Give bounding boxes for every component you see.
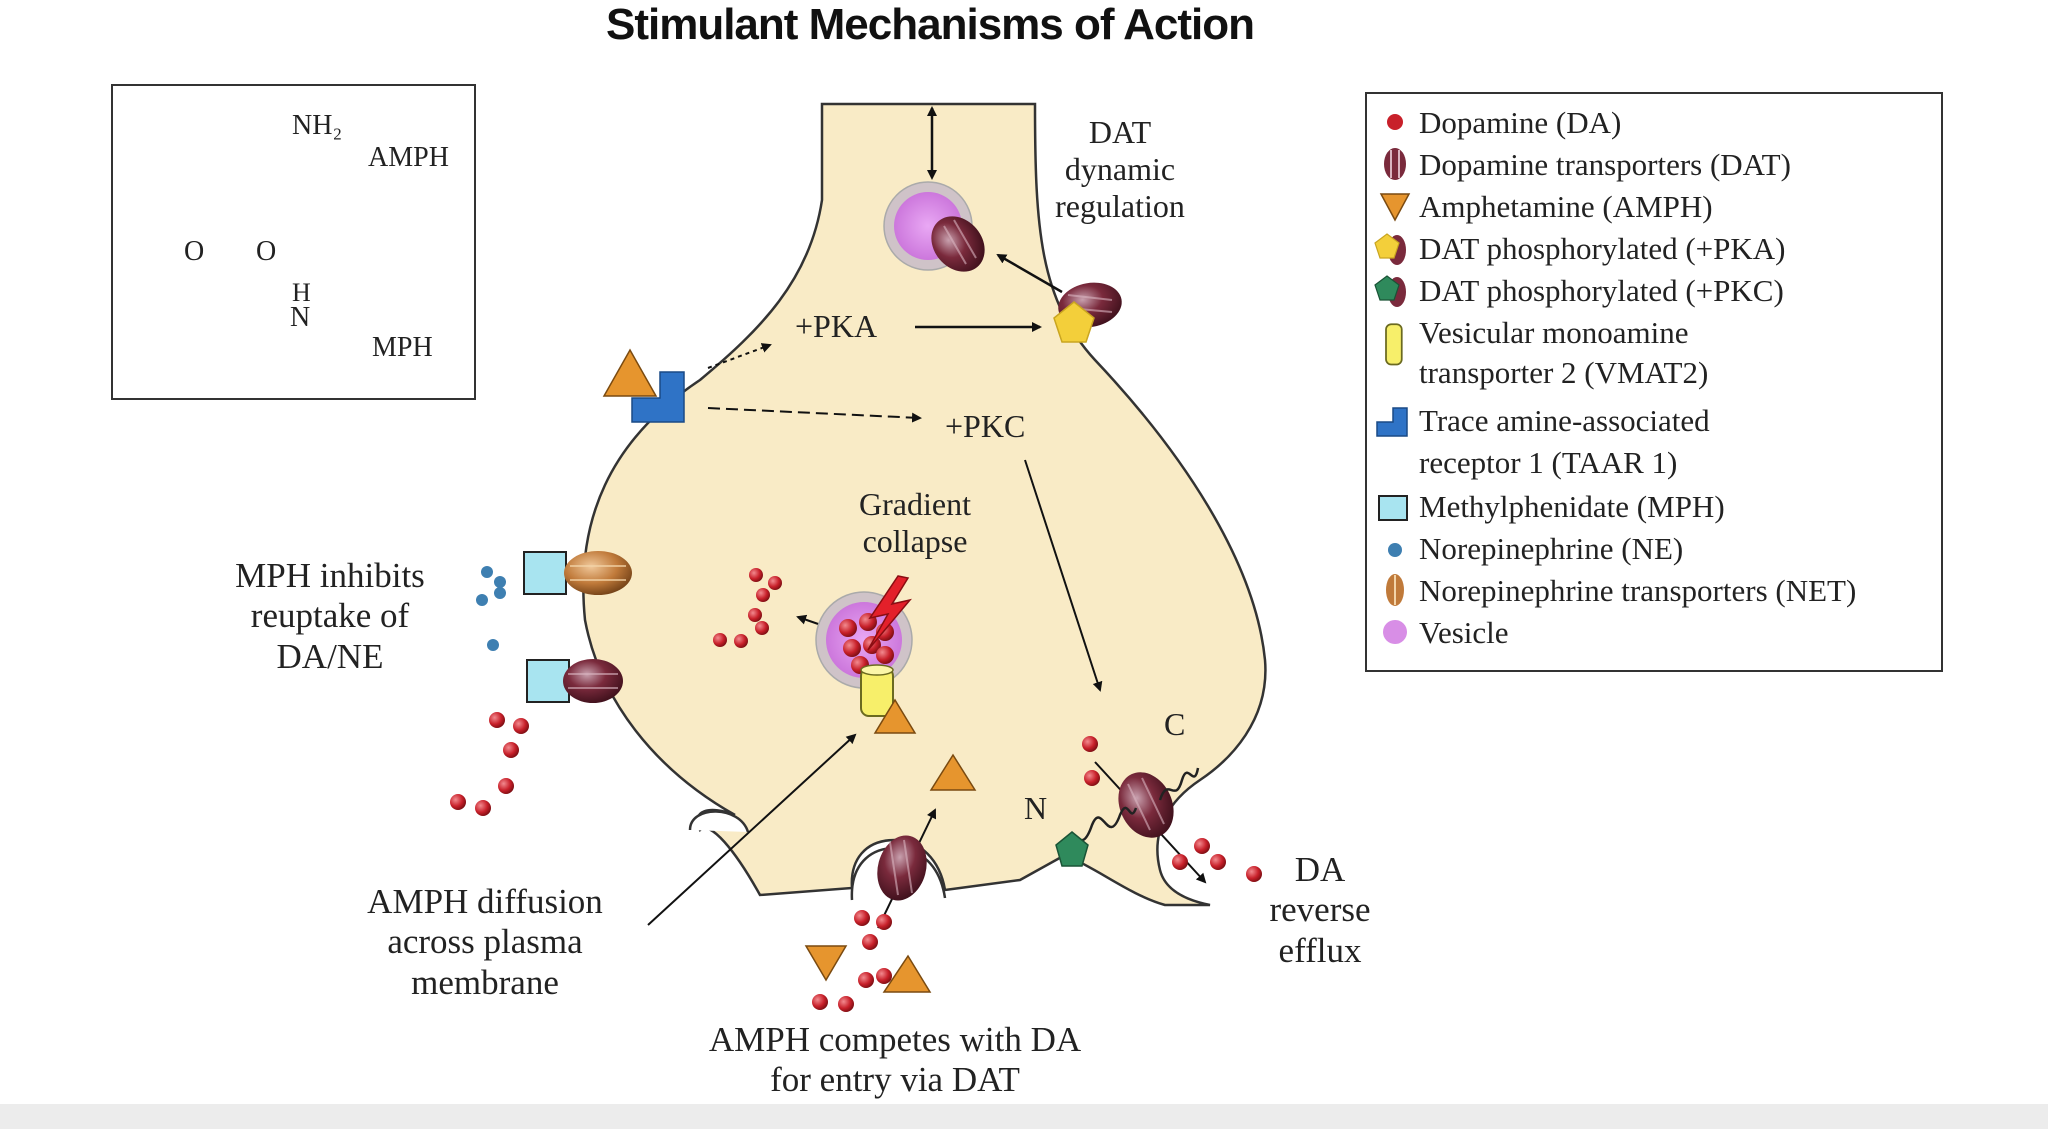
dat-transporter-bottom bbox=[877, 835, 927, 901]
c-terminus-label: C bbox=[1164, 706, 1186, 742]
o-ester-label: O bbox=[184, 236, 205, 267]
pka-label: +PKA bbox=[795, 308, 878, 344]
legend-text: receptor 1 (TAAR 1) bbox=[1419, 445, 1678, 480]
pentagon-yellow-icon bbox=[1374, 233, 1406, 265]
pkc-label: +PKC bbox=[945, 408, 1026, 444]
legend-text: Trace amine-associated bbox=[1419, 403, 1710, 438]
dopamine-dot-icon bbox=[1387, 114, 1403, 130]
legend-text: Dopamine (DA) bbox=[1419, 105, 1622, 140]
arrow-pkc-dat bbox=[1024, 459, 1103, 692]
dat-stripe bbox=[568, 673, 618, 689]
legend-text: DAT phosphorylated (+PKC) bbox=[1419, 273, 1784, 308]
da-cluster-cytosol bbox=[713, 568, 782, 648]
pentagon-green-icon bbox=[1374, 275, 1406, 307]
mph-square-icon bbox=[1378, 495, 1408, 521]
o-carbonyl-label: O bbox=[256, 236, 277, 267]
pkc-pentagon bbox=[1055, 831, 1089, 867]
mph-square-top bbox=[523, 551, 567, 595]
amph-triangle-outside-1 bbox=[804, 945, 848, 982]
ne-cluster bbox=[476, 566, 506, 651]
legend-text: transporter 2 (VMAT2) bbox=[1419, 355, 1709, 390]
dat-transporter-icon bbox=[1384, 148, 1406, 180]
amph-diffusion-label: AMPH diffusion across plasma membrane bbox=[367, 882, 603, 1002]
dat-stripe bbox=[943, 219, 977, 265]
arrow-pka bbox=[707, 343, 772, 369]
taar1-receptor bbox=[631, 371, 685, 423]
lightning-icon bbox=[867, 575, 912, 651]
gradient-collapse-label: Gradient collapse bbox=[859, 486, 971, 559]
membrane-notch-left bbox=[688, 810, 750, 833]
vmat2-top bbox=[860, 664, 894, 676]
vmat2-cylinder-icon bbox=[1385, 323, 1403, 366]
legend-text: Dopamine transporters (DAT) bbox=[1419, 147, 1791, 182]
dat-membrane-pkc bbox=[1118, 772, 1174, 838]
net-stripe bbox=[570, 565, 626, 581]
amph-triangle bbox=[602, 348, 658, 397]
arrow-dat-internalize bbox=[996, 253, 1063, 294]
n-piperidine-label: N bbox=[290, 302, 311, 333]
legend-text: Vesicular monoamine bbox=[1419, 315, 1689, 350]
legend-text: DAT phosphorylated (+PKA) bbox=[1419, 231, 1786, 266]
ne-dot-icon bbox=[1388, 543, 1402, 557]
dat-stripe bbox=[889, 839, 913, 896]
mph-square-bottom bbox=[526, 659, 570, 703]
legend: Dopamine (DA) Dopamine transporters (DAT… bbox=[1365, 92, 1943, 672]
arrow-amph-diffusion bbox=[647, 733, 857, 926]
amph-competes-label: AMPH competes with DA for entry via DAT bbox=[708, 1020, 1082, 1100]
net-transporter bbox=[564, 551, 632, 595]
h-label: H bbox=[292, 278, 311, 307]
down-triangle-icon bbox=[1379, 193, 1411, 222]
taar1-shape-icon bbox=[1376, 407, 1408, 437]
chemical-structures-box bbox=[111, 84, 476, 400]
page-title: Stimulant Mechanisms of Action bbox=[605, 0, 1255, 49]
n-terminus-label: N bbox=[1024, 790, 1048, 826]
net-transporter-icon bbox=[1386, 574, 1404, 606]
dat-internalized bbox=[931, 216, 985, 272]
dat-c-terminus bbox=[1158, 767, 1200, 801]
da-cluster-left bbox=[450, 712, 529, 816]
legend-text: Methylphenidate (MPH) bbox=[1419, 489, 1725, 524]
amph-triangle-vmat bbox=[873, 698, 917, 734]
amph-triangle-cytosol bbox=[929, 753, 977, 791]
da-cluster-efflux bbox=[1082, 736, 1262, 882]
nh2-label: NH₂ bbox=[292, 110, 343, 141]
vesicle-dot-icon bbox=[1383, 620, 1407, 644]
amph-structure-label: AMPH bbox=[368, 142, 449, 173]
mph-structure-label: MPH bbox=[372, 332, 433, 363]
dat-stripe bbox=[1127, 777, 1165, 831]
legend-text: Norepinephrine transporters (NET) bbox=[1419, 573, 1857, 608]
legend-text: Amphetamine (AMPH) bbox=[1419, 189, 1713, 224]
bottom-bar bbox=[0, 1104, 2048, 1129]
legend-text: Vesicle bbox=[1419, 615, 1509, 650]
pka-pentagon bbox=[1053, 301, 1095, 343]
legend-text: Norepinephrine (NE) bbox=[1419, 531, 1684, 566]
dat-transporter-left bbox=[563, 659, 623, 703]
da-reverse-efflux-label: DA reverse efflux bbox=[1269, 850, 1371, 970]
amph-triangle-outside-2 bbox=[882, 954, 932, 993]
mph-inhibits-label: MPH inhibits reuptake of DA/NE bbox=[235, 556, 425, 676]
dat-dynamic-regulation-label: DAT dynamic regulation bbox=[1055, 114, 1185, 224]
da-cluster-bottom bbox=[812, 910, 892, 1012]
